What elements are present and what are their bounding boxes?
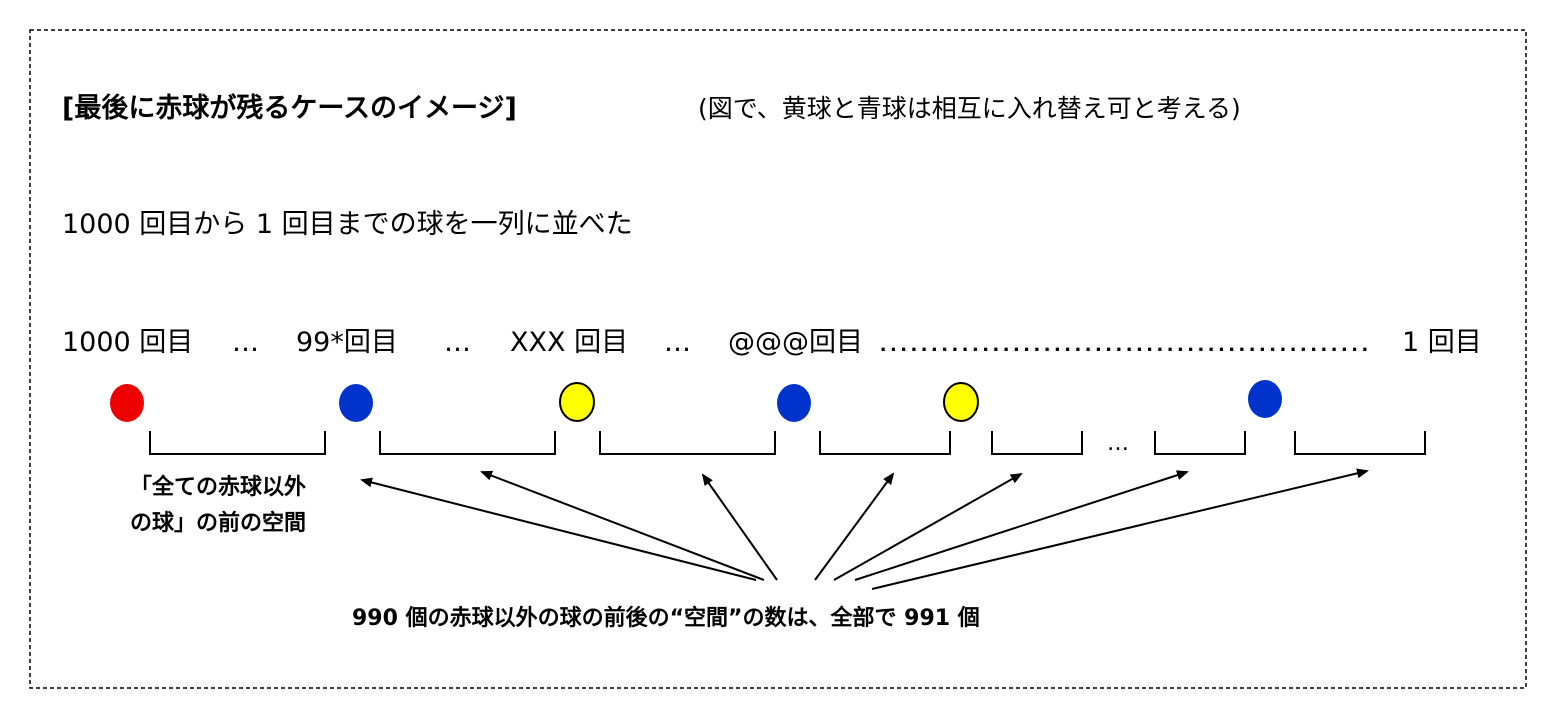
ball-yellow [559,382,595,422]
arrow [871,468,1369,590]
space-label-line1: 「全ての赤球以外 [130,474,306,500]
gap-bracket [149,431,326,455]
ball-blue [1248,380,1282,418]
ball-blue [777,384,811,422]
ellipsis-2: … [444,327,471,358]
label-99x: 99*回目 [296,327,398,358]
arrow [480,470,765,581]
label-xxx: XXX 回目 [510,327,628,358]
arrow [833,473,1023,581]
note: (図で、黄球と青球は相互に入れ替え可と考える) [698,94,1241,123]
ball-red [110,384,144,422]
label-atat: @@@回目 [728,327,863,358]
ball-yellow [943,382,979,422]
gap-bracket [819,431,951,455]
arrow [701,473,778,581]
long-dots: ………………………………………… [878,327,1370,358]
heading: [最後に赤球が残るケースのイメージ] [62,92,517,124]
ellipsis-1: … [232,327,259,358]
gap-bracket [1294,431,1426,455]
space-label-line2: の球」の前の空間 [130,510,306,536]
arrow [814,472,895,581]
gap-bracket [1154,431,1246,455]
summary: 990 個の赤球以外の球の前後の“空間”の数は、全部で 991 個 [352,605,980,631]
label-1000: 1000 回目 [62,327,193,358]
gap-bracket [599,431,776,455]
label-1: 1 回目 [1402,327,1482,358]
dashed-frame [29,29,1527,689]
gap-bracket [379,431,556,455]
arrow [360,477,757,581]
gap-ellipsis: … [1107,431,1129,456]
sequence-caption: 1000 回目から 1 回目までの球を一列に並べた [62,209,633,240]
arrow [854,470,1189,581]
ball-blue [339,384,373,422]
ellipsis-3: … [664,327,691,358]
gap-bracket [991,431,1083,455]
